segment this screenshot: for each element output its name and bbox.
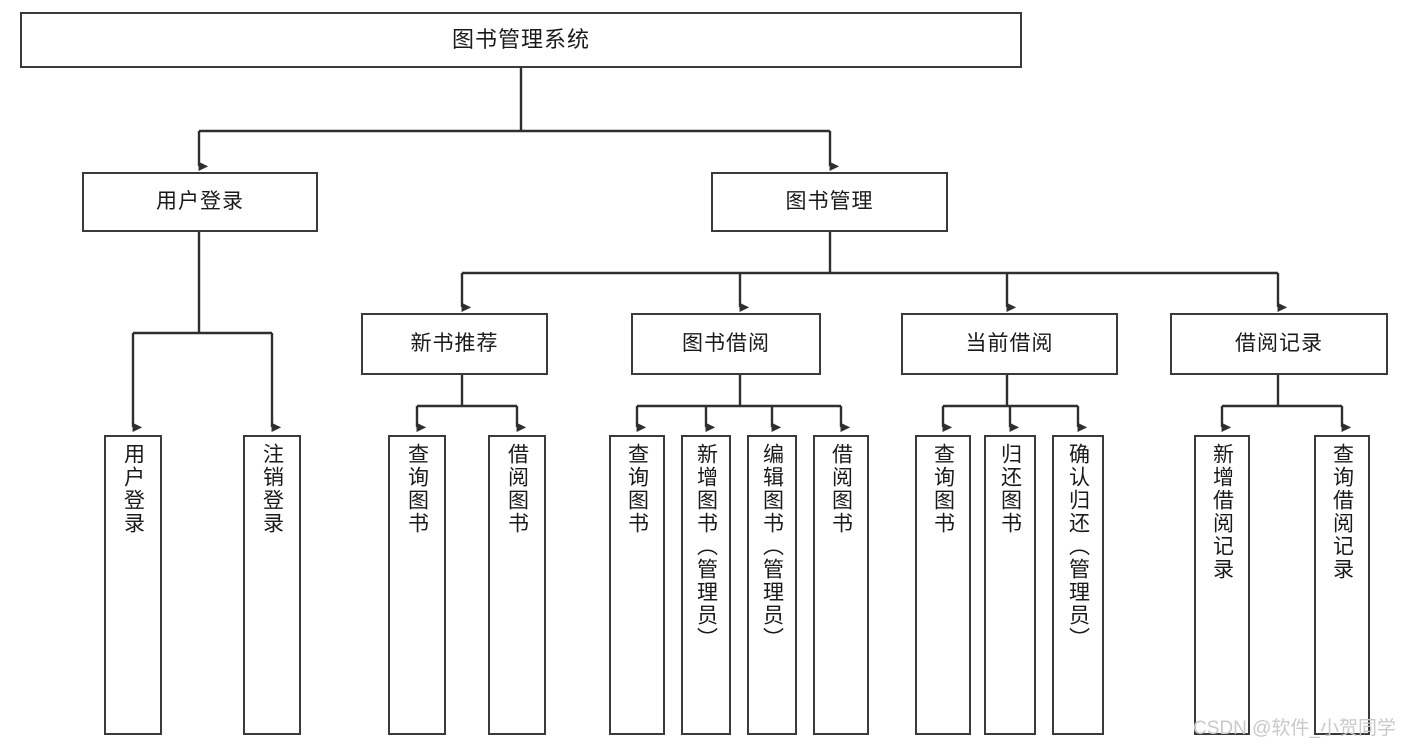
node-label: 确认归还（管理员） [1066,443,1090,650]
node-user-login[interactable]: 用户登录 [82,172,318,232]
leaf-edit-book-admin[interactable]: 编辑图书（管理员） [747,435,797,735]
leaf-borrow-book-recommend[interactable]: 借阅图书 [488,435,546,735]
node-label: 注销登录 [260,443,284,535]
leaf-query-borrow-record[interactable]: 查询借阅记录 [1314,435,1370,735]
node-label: 借阅图书 [829,443,853,535]
node-borrow-record[interactable]: 借阅记录 [1170,313,1388,375]
leaf-add-borrow-record[interactable]: 新增借阅记录 [1194,435,1250,735]
node-label: 新增借阅记录 [1210,443,1234,581]
leaf-add-book-admin[interactable]: 新增图书（管理员） [681,435,731,735]
node-label: 借阅图书 [505,443,529,535]
node-label: 借阅记录 [1235,331,1323,355]
leaf-query-book-borrow[interactable]: 查询图书 [609,435,665,735]
node-book-borrow[interactable]: 图书借阅 [631,313,821,375]
node-label: 图书借阅 [682,331,770,355]
node-label: 查询图书 [625,443,649,535]
node-label: 图书管理 [785,189,874,213]
node-label: 查询借阅记录 [1330,443,1354,581]
node-new-book-recommend[interactable]: 新书推荐 [361,313,548,375]
csdn-watermark: CSDN @软件_小贺同学 [1193,718,1396,739]
node-current-borrow[interactable]: 当前借阅 [901,313,1118,375]
node-label: 图书管理系统 [451,27,590,53]
node-label: 用户登录 [156,189,244,213]
node-label: 查询图书 [405,443,429,535]
node-label: 当前借阅 [965,331,1054,355]
leaf-query-book-recommend[interactable]: 查询图书 [388,435,446,735]
node-book-management[interactable]: 图书管理 [711,172,948,232]
node-label: 新书推荐 [410,331,499,355]
node-label: 新增图书（管理员） [694,443,718,650]
leaf-return-book[interactable]: 归还图书 [984,435,1036,735]
leaf-logout[interactable]: 注销登录 [243,435,301,735]
leaf-borrow-book[interactable]: 借阅图书 [813,435,869,735]
node-label: 归还图书 [998,443,1022,535]
node-label: 查询图书 [931,443,955,535]
leaf-query-book-current[interactable]: 查询图书 [915,435,971,735]
node-root-book-management-system[interactable]: 图书管理系统 [20,12,1022,68]
node-label: 用户登录 [121,443,145,535]
leaf-confirm-return-admin[interactable]: 确认归还（管理员） [1052,435,1104,735]
leaf-user-login[interactable]: 用户登录 [104,435,162,735]
node-label: 编辑图书（管理员） [760,443,784,650]
